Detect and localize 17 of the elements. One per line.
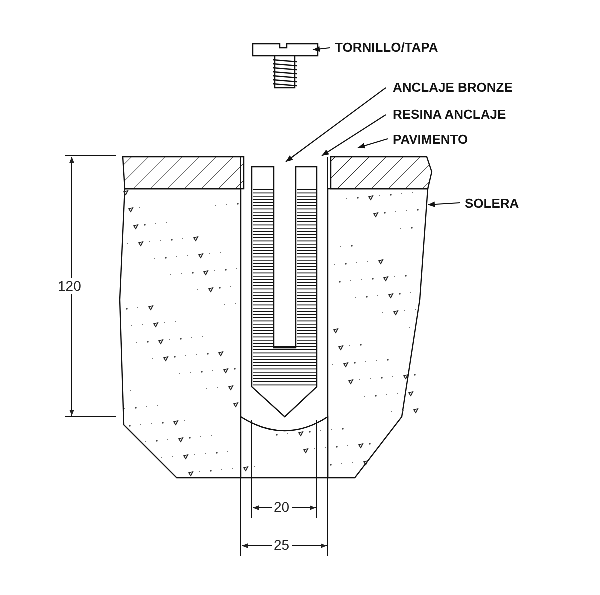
callout-label: PAVIMENTO xyxy=(393,132,468,147)
leader-line xyxy=(286,88,386,162)
dimension-label: 25 xyxy=(272,537,292,553)
pavement-hatching xyxy=(122,156,433,190)
leader-line xyxy=(312,46,330,52)
callout-label: SOLERA xyxy=(465,196,520,211)
dimension-label: 20 xyxy=(272,499,292,515)
screw-drawing xyxy=(252,43,319,89)
callout-label: ANCLAJE BRONZE xyxy=(393,80,513,95)
leader-line xyxy=(428,202,460,208)
dimension-label: 120 xyxy=(56,278,84,294)
leader-line xyxy=(322,114,386,156)
concrete-base-drawing xyxy=(119,188,429,479)
callout-label: RESINA ANCLAJE xyxy=(393,107,506,122)
callout-label: TORNILLO/TAPA xyxy=(335,40,438,55)
resin-layer-drawing xyxy=(240,156,328,432)
leader-line xyxy=(358,138,388,149)
